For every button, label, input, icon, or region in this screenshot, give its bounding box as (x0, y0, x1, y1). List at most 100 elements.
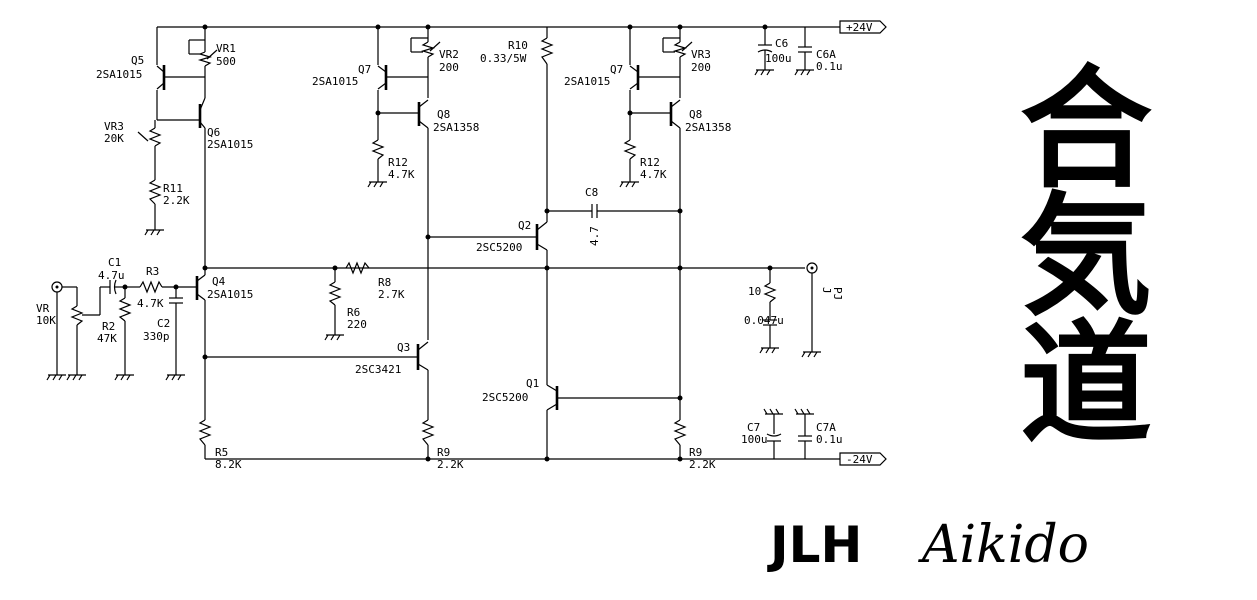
r5-resistor: R5 8.2K (198, 419, 242, 471)
q1-transistor: Q1 2SC5200 (482, 377, 559, 411)
svg-text:C1: C1 (108, 256, 121, 269)
vr2-trimmer: VR2 200 (410, 37, 459, 98)
vr3-right-trimmer: VR3 200 (662, 37, 711, 98)
svg-text:PJ: PJ (831, 287, 844, 300)
vr-volume-pot: VR 10K (36, 287, 101, 376)
r11-resistor: R11 2.2K (146, 179, 190, 231)
svg-text:220: 220 (347, 318, 367, 331)
svg-text:R9: R9 (689, 446, 702, 459)
q7-right-transistor: Q7 2SA1015 (564, 63, 680, 140)
svg-text:0.33/5W: 0.33/5W (480, 52, 527, 65)
r2-resistor: R2 47K (97, 287, 134, 376)
svg-text:4.7K: 4.7K (388, 168, 415, 181)
junction-dots (122, 24, 773, 462)
svg-text:2SA1015: 2SA1015 (96, 68, 142, 81)
q4-transistor: Q4 2SA1015 (195, 274, 253, 301)
q6-transistor: Q6 2SA1015 (198, 97, 253, 151)
svg-text:2SA1358: 2SA1358 (433, 121, 479, 134)
svg-text:Q7: Q7 (358, 63, 371, 76)
svg-text:-24V: -24V (846, 453, 873, 466)
ground-hatch (144, 229, 161, 236)
zobel-capacitor: 0.047u (744, 314, 784, 349)
svg-text:10: 10 (748, 285, 761, 298)
ground-hatch (165, 374, 182, 381)
svg-text:Q2: Q2 (518, 219, 531, 232)
svg-text:+24V: +24V (846, 21, 873, 34)
title-aikido: Aikido (918, 515, 1089, 575)
svg-text:4.7u: 4.7u (98, 269, 125, 282)
q5-transistor: Q5 2SA1015 (96, 54, 205, 90)
svg-text:330p: 330p (143, 330, 170, 343)
svg-text:2.2K: 2.2K (437, 458, 464, 471)
q8-left-transistor: Q8 2SA1358 (378, 99, 479, 134)
kanji-ai: 合 (1020, 52, 1152, 207)
svg-text:C6: C6 (775, 37, 788, 50)
svg-text:VR3: VR3 (691, 48, 711, 61)
kanji-do: 道 (1020, 307, 1152, 462)
svg-text:R10: R10 (508, 39, 528, 52)
svg-text:4.7: 4.7 (588, 226, 601, 246)
output-jack: J PJ (803, 262, 844, 353)
svg-text:R9: R9 (437, 446, 450, 459)
svg-text:R11: R11 (163, 182, 183, 195)
svg-text:0.047u: 0.047u (744, 314, 784, 327)
svg-text:0.1u: 0.1u (816, 433, 843, 446)
svg-text:Q8: Q8 (437, 108, 450, 121)
q8-right-transistor: Q8 2SA1358 (630, 99, 731, 134)
ground-hatch (367, 181, 384, 188)
ground-hatch (763, 408, 780, 415)
ground-hatch (794, 408, 811, 415)
svg-text:500: 500 (216, 55, 236, 68)
negative-rail: -24V (205, 452, 887, 466)
c7-capacitor: C7 100u (741, 413, 783, 459)
svg-text:C7A: C7A (816, 421, 836, 434)
svg-text:J: J (820, 287, 833, 294)
svg-text:2SC5200: 2SC5200 (476, 241, 522, 254)
svg-text:4.7K: 4.7K (137, 297, 164, 310)
svg-text:VR: VR (36, 302, 50, 315)
svg-text:C8: C8 (585, 186, 598, 199)
title-jlh: JLH (767, 516, 862, 574)
svg-text:47K: 47K (97, 332, 117, 345)
kanji-aikido: 合 気 道 (1020, 52, 1152, 462)
c8-capacitor: C8 4.7 (547, 186, 680, 246)
svg-text:2SA1015: 2SA1015 (312, 75, 358, 88)
svg-text:2SA1015: 2SA1015 (207, 138, 253, 151)
c7a-capacitor: C7A 0.1u (796, 413, 843, 459)
svg-text:2.7K: 2.7K (378, 288, 405, 301)
svg-text:8.2K: 8.2K (215, 458, 242, 471)
svg-text:Q5: Q5 (131, 54, 144, 67)
ground-symbols (46, 69, 818, 415)
ground-hatch (66, 374, 83, 381)
svg-text:R8: R8 (378, 276, 391, 289)
svg-text:2.2K: 2.2K (689, 458, 716, 471)
r8-resistor: R8 2.7K (345, 261, 405, 301)
svg-text:C2: C2 (157, 317, 170, 330)
svg-text:2SA1015: 2SA1015 (207, 288, 253, 301)
ground-hatch (114, 374, 131, 381)
page-title: JLH Aikido (767, 515, 1089, 575)
c1-capacitor: C1 4.7u (98, 256, 125, 295)
r9-right-resistor: R9 2.2K (673, 419, 716, 471)
positive-rail: +24V (157, 20, 887, 34)
q3-transistor: Q3 2SC3421 (355, 341, 429, 376)
svg-text:Q3: Q3 (397, 341, 410, 354)
svg-text:R12: R12 (388, 156, 408, 169)
svg-text:VR3: VR3 (104, 120, 124, 133)
svg-text:Q7: Q7 (610, 63, 623, 76)
svg-text:R5: R5 (215, 446, 228, 459)
r3-resistor: R3 4.7K (125, 265, 197, 310)
c2-capacitor: C2 330p (143, 287, 185, 376)
svg-text:2SA1015: 2SA1015 (564, 75, 610, 88)
svg-text:100u: 100u (741, 433, 768, 446)
ground-hatch (46, 374, 63, 381)
r10-resistor: R10 0.33/5W (480, 37, 554, 65)
svg-text:VR2: VR2 (439, 48, 459, 61)
r6-resistor: R6 220 (326, 268, 367, 336)
svg-text:200: 200 (691, 61, 711, 74)
svg-text:R12: R12 (640, 156, 660, 169)
svg-text:100u: 100u (765, 52, 792, 65)
q2-transistor: Q2 2SC5200 (476, 219, 548, 254)
svg-text:Q4: Q4 (212, 275, 226, 288)
